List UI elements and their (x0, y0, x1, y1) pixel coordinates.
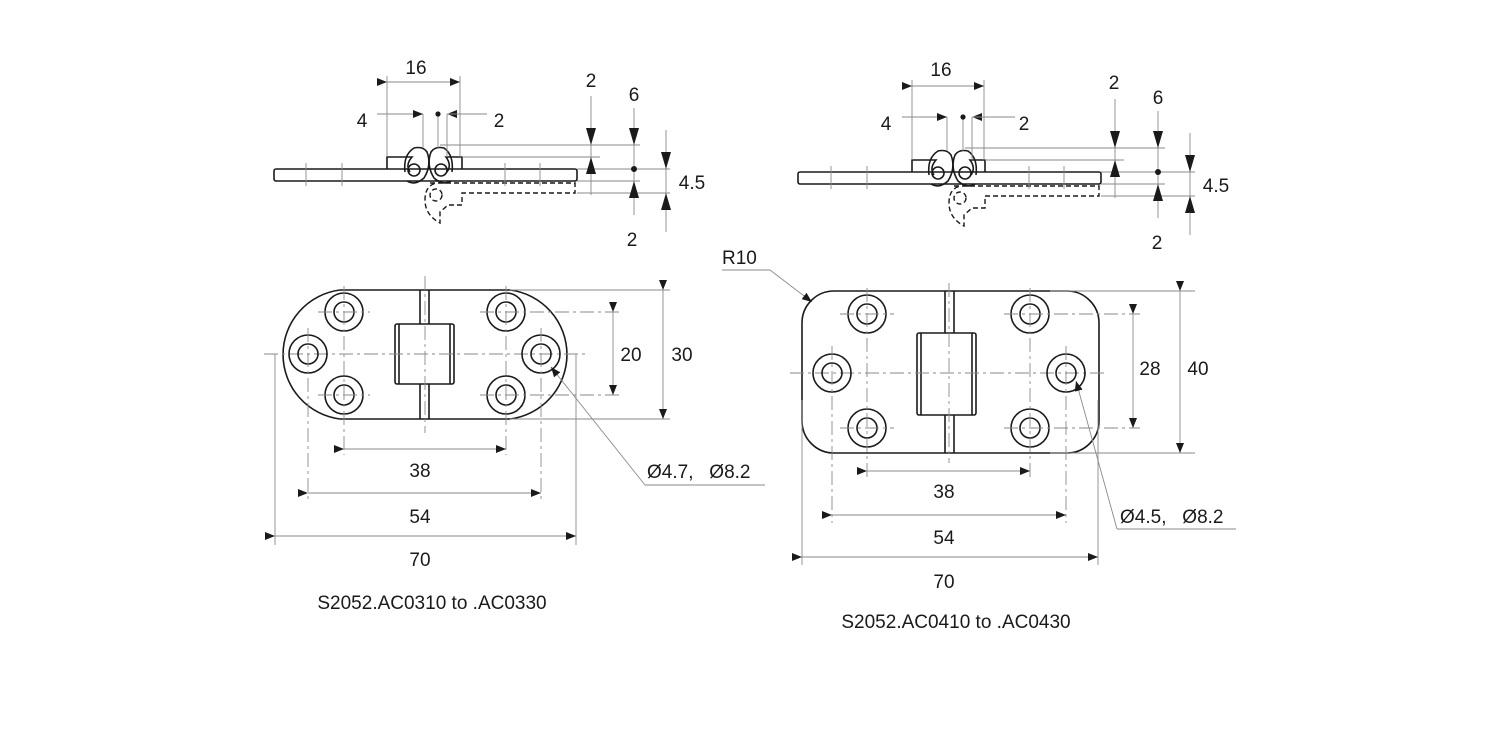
left-dim-2-bottom: 2 (627, 230, 638, 251)
left-knuckle-b (428, 146, 454, 184)
right-knuckle-block (916, 332, 977, 416)
right-hole-callout: Ø4.5, Ø8.2 (1120, 507, 1224, 528)
left-pin-a (407, 163, 421, 177)
right-plate-outline (801, 290, 1100, 454)
left-dim-70: 70 (409, 550, 430, 571)
right-dim-2-bottom: 2 (1152, 233, 1163, 254)
right-dim-40: 40 (1187, 359, 1208, 380)
right-plan-view: 38 54 70 28 40 R10 Ø4.5, Ø8.2 S2052.AC04… (722, 248, 1236, 633)
right-knuckle-a (927, 149, 954, 187)
right-dim-r10: R10 (722, 248, 757, 269)
left-pin-b (434, 163, 448, 177)
left-holes (288, 292, 561, 415)
left-part-number-caption: S2052.AC0310 to .AC0330 (317, 593, 546, 614)
left-folded-outline (424, 182, 576, 225)
right-dim-16: 16 (930, 60, 951, 81)
right-part-number-caption: S2052.AC0410 to .AC0430 (841, 612, 1070, 633)
right-dim-6: 6 (1153, 88, 1164, 109)
right-dim-4: 4 (881, 114, 892, 135)
right-folded-outline (948, 185, 1100, 228)
left-dim-54: 54 (409, 507, 431, 528)
left-dim-6: 6 (629, 85, 640, 106)
left-side-plate (273, 168, 578, 182)
left-dim-30: 30 (671, 345, 692, 366)
right-dim-28: 28 (1139, 359, 1160, 380)
left-dim-4-5: 4.5 (679, 173, 705, 194)
left-side-view: 16 4 2 2 6 2 4.5 (273, 58, 705, 251)
right-dim-70: 70 (933, 572, 954, 593)
right-dim-4-5: 4.5 (1203, 176, 1229, 197)
right-knuckle-b (952, 149, 978, 187)
left-dim-2-offset: 2 (494, 111, 505, 132)
left-dim-38: 38 (409, 461, 430, 482)
right-dim-38: 38 (933, 482, 954, 503)
left-hole-callout: Ø4.7, Ø8.2 (647, 462, 751, 483)
right-dim-54: 54 (933, 528, 955, 549)
left-dim-4: 4 (357, 111, 368, 132)
left-dim-16: 16 (405, 58, 426, 79)
left-folded-pin (429, 188, 443, 202)
left-knuckle-a (403, 146, 430, 184)
right-dim-2-offset: 2 (1019, 114, 1030, 135)
left-dim-2-top: 2 (586, 71, 597, 92)
right-dim-2-top: 2 (1109, 73, 1120, 94)
right-side-plate (797, 171, 1102, 185)
left-dim-20: 20 (620, 345, 641, 366)
right-side-view: 16 4 2 2 6 2 4.5 (797, 60, 1229, 254)
left-plan-view: 38 54 70 20 30 Ø4.7, Ø8.2 S2052.AC0310 t… (264, 276, 765, 614)
left-side-leaf-b (444, 156, 463, 173)
left-side-leaf-a (386, 156, 414, 173)
